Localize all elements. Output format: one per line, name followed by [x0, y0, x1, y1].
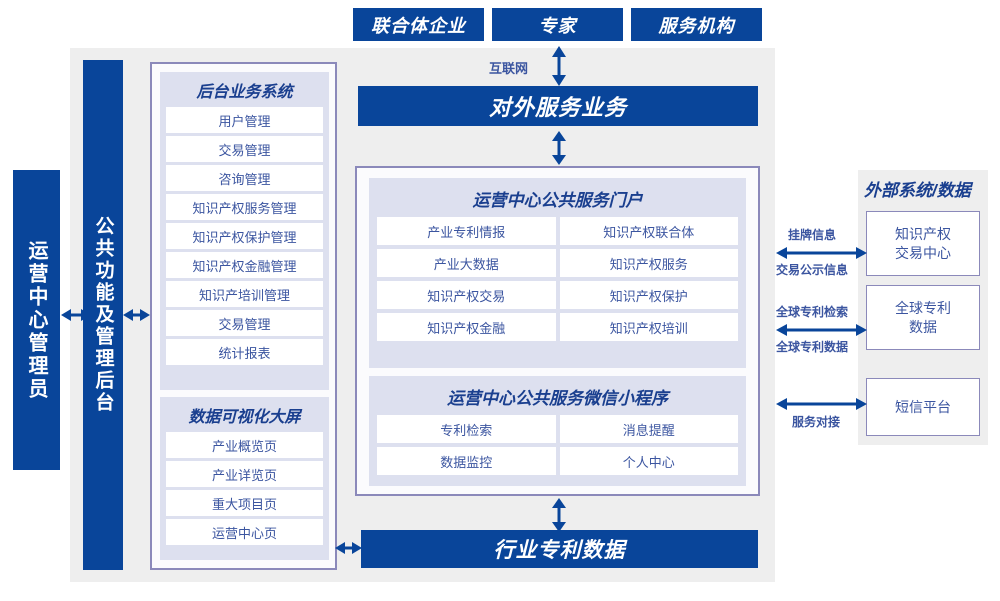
top-box-consortium-label: 联合体企业: [371, 15, 466, 36]
portal-item[interactable]: 产业大数据: [377, 249, 556, 277]
external-item-global-patent-data[interactable]: 全球专利 数据: [866, 285, 980, 350]
dashboard-item[interactable]: 重大项目页: [166, 490, 323, 516]
connector-2-below-label: 全球专利数据: [776, 340, 849, 354]
external-item-ip-trading-center[interactable]: 知识产权 交易中心: [866, 211, 980, 276]
top-box-expert-label: 专家: [538, 15, 577, 36]
data-visualization-title: 数据可视化大屏: [188, 409, 301, 426]
actor-operation-center-admin-label: 运营中心管理员: [25, 239, 47, 401]
external-item-sms-platform-label: 短信平台: [895, 398, 951, 415]
connector-1-arrow: [776, 247, 867, 259]
miniprogram-item[interactable]: 个人中心: [559, 447, 738, 475]
miniprogram-title: 运营中心公共服务微信小程序: [447, 389, 668, 408]
portal-item[interactable]: 产业专利情报: [377, 217, 556, 245]
external-service-bar-label: 对外服务业务: [488, 95, 627, 120]
portal-item[interactable]: 知识产权交易: [377, 281, 556, 309]
top-box-consortium[interactable]: 联合体企业: [353, 8, 484, 41]
external-systems-title: 外部系统/数据: [864, 181, 971, 200]
internet-arrow: [552, 46, 566, 86]
portal-title: 运营中心公共服务门户: [472, 191, 643, 210]
connector-2-above-label: 全球专利检索: [776, 305, 849, 319]
backend-item[interactable]: 交易管理: [166, 310, 323, 336]
industry-patent-data-bar[interactable]: 行业专利数据: [361, 530, 758, 568]
portal-item[interactable]: 知识产权联合体: [559, 217, 738, 245]
data-visualization-group: 数据可视化大屏 产业概览页 产业详览页 重大项目页 运营中心页: [160, 397, 329, 560]
portal-group: 运营中心公共服务门户 产业专利情报 知识产权联合体 产业大数据 知识产权服务 知…: [369, 178, 746, 368]
backend-item[interactable]: 知识产权金融管理: [166, 252, 323, 278]
external-service-bar[interactable]: 对外服务业务: [358, 86, 758, 126]
backend-item-list: 用户管理 交易管理 咨询管理 知识产权服务管理 知识产权保护管理 知识产权金融管…: [160, 107, 329, 371]
backend-link-arrow: [123, 309, 150, 321]
connector-1-below-label: 交易公示信息: [776, 263, 849, 277]
backend-item[interactable]: 用户管理: [166, 107, 323, 133]
top-box-service-org[interactable]: 服务机构: [631, 8, 762, 41]
miniprogram-group: 运营中心公共服务微信小程序 专利检索 消息提醒 数据监控 个人中心: [369, 376, 746, 486]
portal-item[interactable]: 知识产权培训: [559, 313, 738, 341]
backend-item[interactable]: 知识产权保护管理: [166, 223, 323, 249]
actor-operation-center-admin[interactable]: 运营中心管理员: [13, 170, 60, 470]
connector-1-above-label: 挂牌信息: [788, 228, 837, 242]
internet-label: 互联网: [489, 61, 529, 76]
miniprogram-item[interactable]: 专利检索: [377, 415, 556, 443]
center-panel: 运营中心公共服务门户 产业专利情报 知识产权联合体 产业大数据 知识产权服务 知…: [355, 166, 760, 496]
backend-item[interactable]: 交易管理: [166, 136, 323, 162]
backend-to-data-arrow: [335, 542, 362, 554]
backend-item[interactable]: 知识产培训管理: [166, 281, 323, 307]
backend-panel: 后台业务系统 用户管理 交易管理 咨询管理 知识产权服务管理 知识产权保护管理 …: [150, 62, 337, 570]
backend-item[interactable]: 统计报表: [166, 339, 323, 365]
miniprogram-grid: 专利检索 消息提醒 数据监控 个人中心: [369, 415, 746, 483]
industry-patent-data-label: 行业专利数据: [493, 539, 626, 562]
portal-to-data-arrow: [552, 498, 566, 532]
external-item-sms-platform[interactable]: 短信平台: [866, 378, 980, 436]
miniprogram-item[interactable]: 消息提醒: [559, 415, 738, 443]
miniprogram-item[interactable]: 数据监控: [377, 447, 556, 475]
dashboard-item[interactable]: 产业概览页: [166, 432, 323, 458]
external-item-ip-trading-center-label: 知识产权 交易中心: [895, 225, 951, 261]
connector-3-below-label: 服务对接: [792, 415, 841, 429]
portal-item[interactable]: 知识产权金融: [377, 313, 556, 341]
service-to-portal-arrow: [552, 131, 566, 165]
dashboard-item[interactable]: 产业详览页: [166, 461, 323, 487]
backend-business-system-title: 后台业务系统: [196, 84, 293, 101]
backend-item[interactable]: 咨询管理: [166, 165, 323, 191]
actor-common-functions-backend[interactable]: 公共功能及管理后台: [83, 60, 123, 570]
portal-item[interactable]: 知识产权服务: [559, 249, 738, 277]
top-box-service-org-label: 服务机构: [658, 15, 735, 36]
dashboard-item-list: 产业概览页 产业详览页 重大项目页 运营中心页: [160, 432, 329, 551]
dashboard-item[interactable]: 运营中心页: [166, 519, 323, 545]
backend-item[interactable]: 知识产权服务管理: [166, 194, 323, 220]
portal-item[interactable]: 知识产权保护: [559, 281, 738, 309]
external-item-global-patent-data-label: 全球专利 数据: [895, 299, 951, 335]
connector-2-arrow: [776, 324, 867, 336]
actor-common-functions-backend-label: 公共功能及管理后台: [92, 216, 114, 414]
backend-business-system-group: 后台业务系统 用户管理 交易管理 咨询管理 知识产权服务管理 知识产权保护管理 …: [160, 72, 329, 390]
portal-grid: 产业专利情报 知识产权联合体 产业大数据 知识产权服务 知识产权交易 知识产权保…: [369, 217, 746, 349]
top-box-expert[interactable]: 专家: [492, 8, 623, 41]
connector-3-arrow: [776, 398, 867, 410]
